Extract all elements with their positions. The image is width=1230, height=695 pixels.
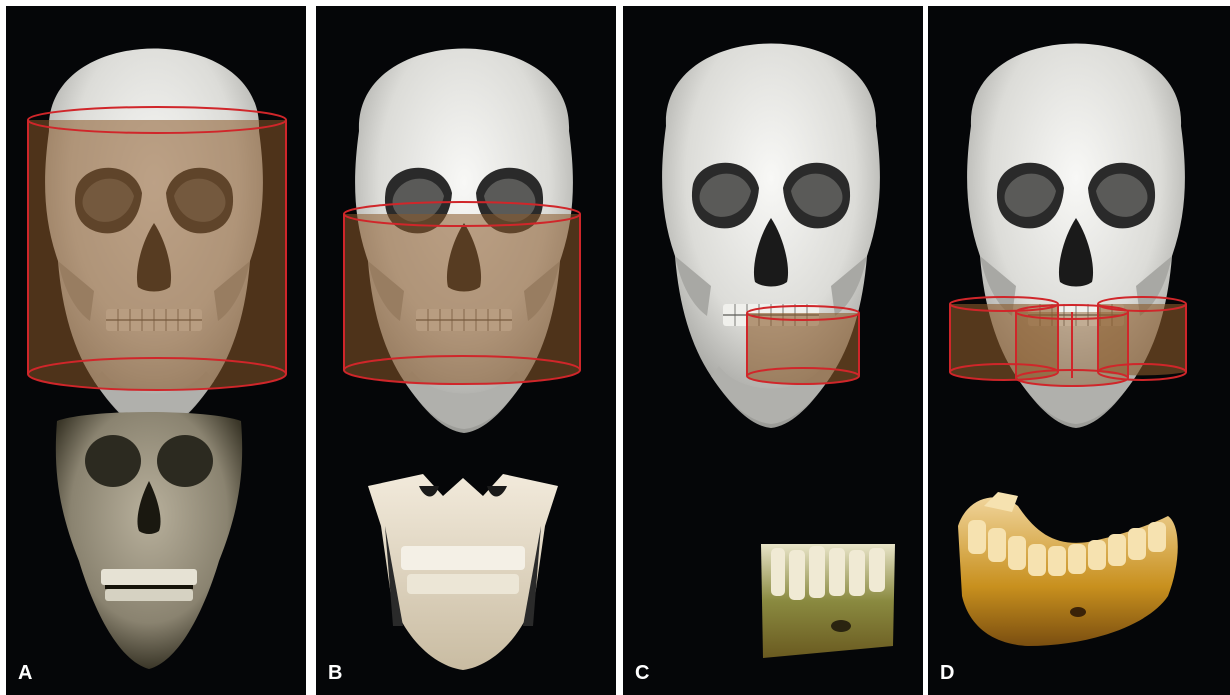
volume-render-d xyxy=(958,492,1178,646)
panel-label-b: B xyxy=(328,662,342,685)
panel-a: A xyxy=(6,6,306,695)
panel-a-illustration xyxy=(6,6,306,695)
panel-d-illustration xyxy=(928,6,1230,695)
volume-render-b xyxy=(368,474,558,670)
panel-label-a: A xyxy=(18,662,32,685)
panel-c-illustration xyxy=(623,6,923,695)
fov-cylinder-a xyxy=(28,107,286,390)
panel-label-d: D xyxy=(940,662,954,685)
panel-c: C xyxy=(623,6,923,695)
volume-render-c xyxy=(761,544,895,658)
panel-label-c: C xyxy=(635,662,649,685)
panel-b-illustration xyxy=(316,6,616,695)
fov-cylinder-b xyxy=(344,202,580,384)
panel-d: D xyxy=(928,6,1230,695)
xray-volume-a xyxy=(56,412,242,669)
fov-cylinder-c xyxy=(747,306,859,384)
panel-b: B xyxy=(316,6,616,695)
